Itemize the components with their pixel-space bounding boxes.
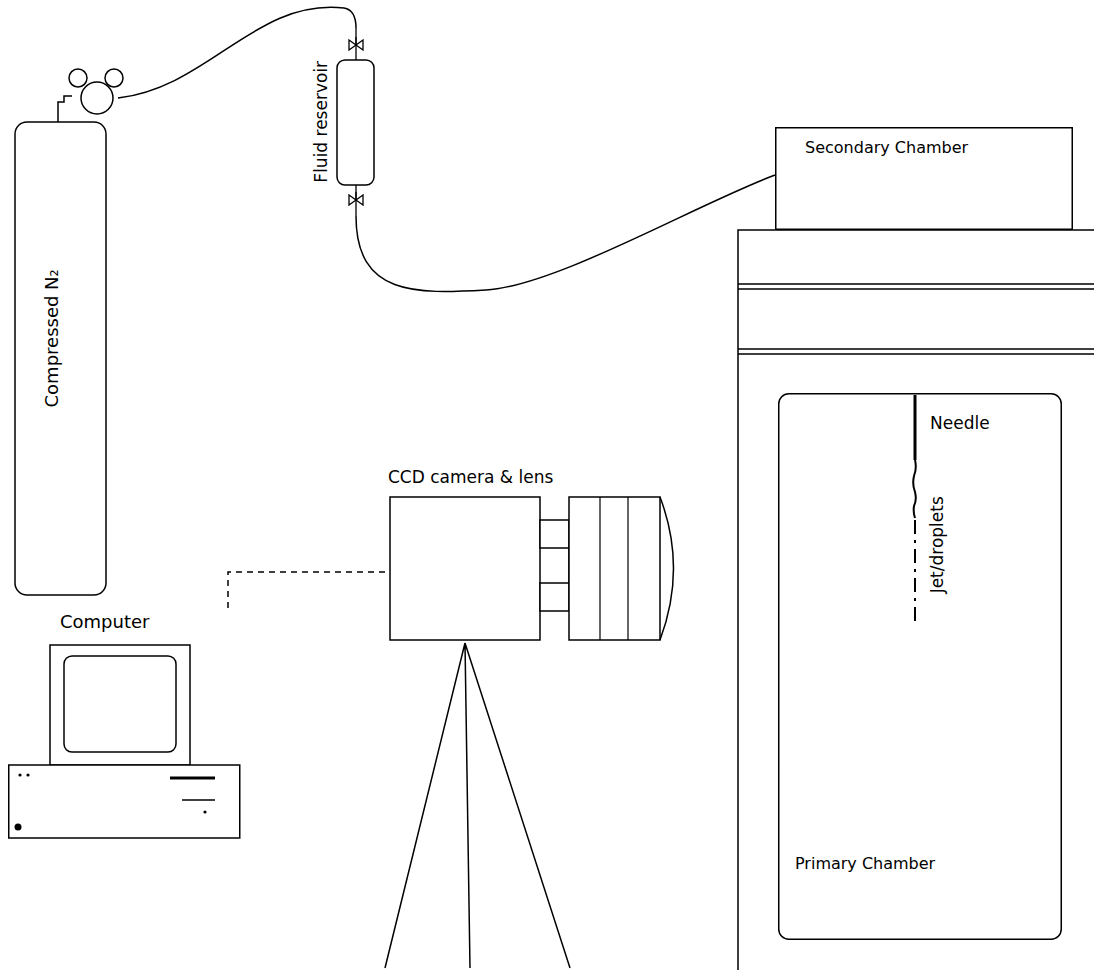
node-label: Primary Chamber (795, 855, 935, 873)
drive-slot (170, 777, 215, 780)
secondary-chamber: Secondary Chamber (775, 127, 1073, 230)
gas-tube (356, 175, 775, 292)
primary-chamber: Primary Chamber (778, 393, 1062, 940)
reservoir-body (337, 60, 374, 185)
tripod (385, 643, 570, 968)
jet (913, 460, 916, 518)
part-label: Jet/droplets (928, 496, 948, 593)
power-button (15, 824, 22, 831)
node-label: Secondary Chamber (805, 139, 968, 157)
gauge (69, 69, 87, 87)
gauge (105, 69, 123, 87)
drive-slot (182, 799, 215, 801)
housing-band (738, 349, 1094, 354)
led (203, 810, 206, 813)
needle (914, 395, 917, 460)
node-label: Compressed N₂ (42, 269, 63, 407)
lens-ring (600, 497, 628, 640)
part-label: Needle (930, 414, 990, 434)
droplets (914, 520, 916, 625)
node-label: CCD camera & lens (388, 468, 553, 488)
led (18, 773, 21, 776)
reservoir-pipe (355, 28, 356, 216)
data-cable (228, 572, 385, 612)
screen (64, 656, 176, 752)
cylinder-body (15, 122, 106, 595)
fluid-reservoir: Fluid reservoir (300, 28, 380, 216)
computer-case (9, 765, 240, 838)
node-label: Computer (60, 612, 149, 633)
lens-mount (540, 520, 569, 548)
gas-cylinder: Compressed N₂ (14, 66, 126, 596)
ccd-camera-shape (385, 468, 685, 643)
computer-shape (8, 612, 242, 840)
lens-glass (660, 497, 674, 640)
monitor (50, 645, 190, 765)
valve-stem (355, 37, 356, 45)
primary-housing (738, 230, 1094, 970)
regulator-stem (58, 96, 72, 122)
chamber-outline (779, 394, 1062, 940)
chamber-outline (776, 128, 1073, 230)
led (26, 773, 29, 776)
gas-cylinder-shape (14, 66, 126, 596)
housing-band (738, 284, 1094, 289)
regulator (81, 82, 113, 114)
node-label: Fluid reservoir (312, 61, 332, 183)
valve-stem (355, 192, 356, 200)
camera-body (390, 497, 540, 640)
lens-mount (540, 583, 569, 611)
ccd-camera: CCD camera & lens (385, 468, 685, 643)
computer: Computer (8, 612, 242, 840)
lens (569, 497, 660, 640)
